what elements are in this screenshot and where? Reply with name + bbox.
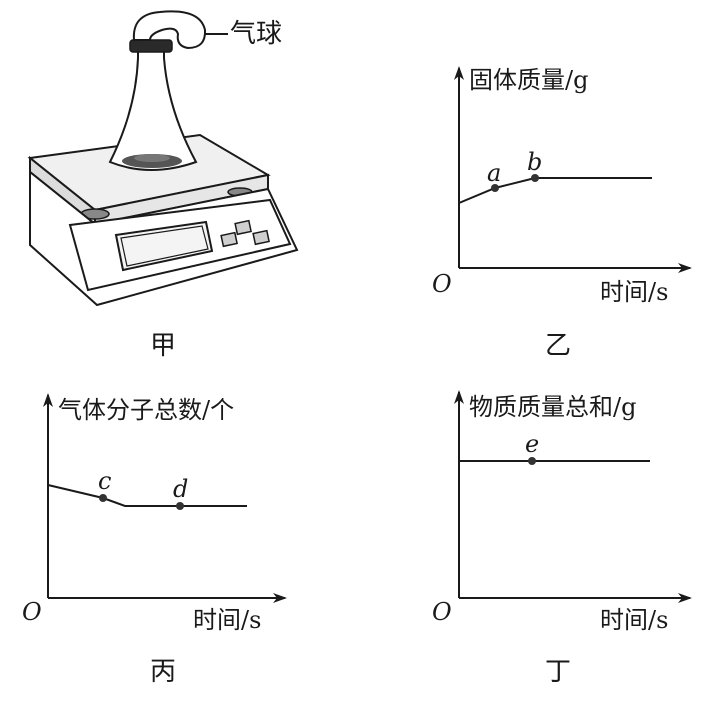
conical-flask [108,39,198,171]
point-a-label: a [487,159,501,187]
origin-label: O [22,598,42,626]
point-e-marker [528,457,536,465]
curve [458,177,652,204]
point-e-label: e [525,430,539,458]
panel-caption-bing: 丙 [150,657,176,687]
scale-button-1 [220,231,238,248]
panel-caption-jia: 甲 [150,331,176,361]
x-axis-label: 时间/s [600,606,668,634]
scale-button-2 [234,219,252,236]
x-axis-label: 时间/s [600,278,668,306]
panel-jia: 气球 甲 [27,10,299,361]
scale-button-3 [252,229,270,246]
panel-caption-ding: 丁 [545,657,571,687]
point-d-marker [176,502,184,510]
x-axis-label: 时间/s [193,606,261,634]
point-b-marker [531,174,539,182]
panel-yi: 固体质量/g 时间/s O a b 乙 [432,66,692,361]
y-axis-label: 物质质量总和/g [469,393,636,421]
origin-label: O [432,270,452,298]
y-axis-label: 固体质量/g [469,66,588,94]
point-d-label: d [173,475,188,503]
y-axis-label: 气体分子总数/个 [58,396,234,424]
panel-ding: 物质质量总和/g 时间/s O e 丁 [432,390,692,687]
point-c-label: c [98,467,111,495]
electronic-scale [27,133,299,307]
origin-label: O [432,598,452,626]
point-b-label: b [527,148,542,176]
panel-bing: 气体分子总数/个 时间/s O c d 丙 [22,393,287,687]
point-c-marker [99,494,107,502]
panel-caption-yi: 乙 [545,331,571,361]
point-a-marker [491,184,499,192]
balloon [132,10,228,50]
balloon-label: 气球 [230,19,282,49]
curve [47,484,247,507]
